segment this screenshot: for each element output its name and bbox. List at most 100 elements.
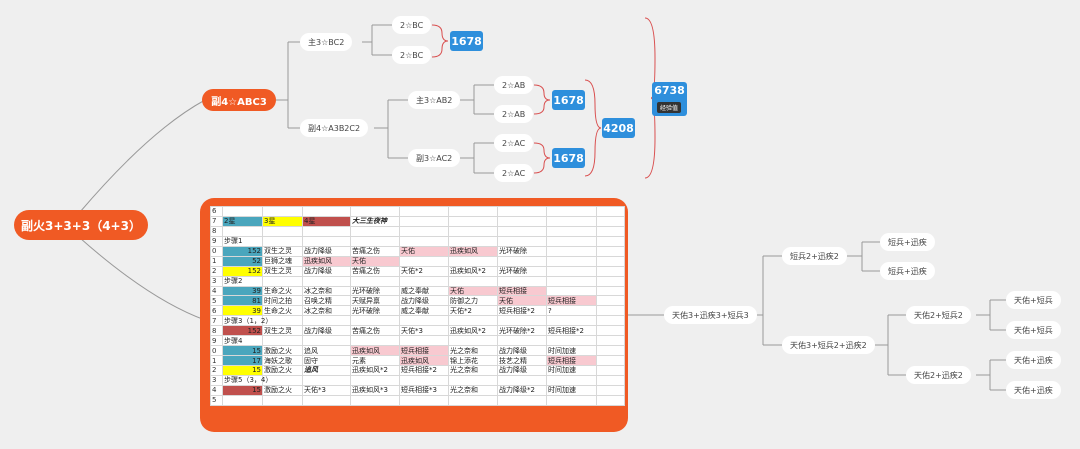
sheet-cell[interactable]: 短兵相接*2 [399, 365, 449, 376]
right-leaf-a1[interactable]: 短兵+迅疾 [880, 233, 935, 251]
sum-box-mid[interactable]: 4208 [602, 118, 635, 138]
sheet-cell[interactable] [596, 325, 625, 337]
sheet-cell[interactable]: 152 [222, 325, 263, 337]
root-node[interactable]: 副火3+3+3（4+3） [14, 210, 148, 240]
leaf-node-bc-2[interactable]: 2☆BC [392, 46, 432, 64]
sheet-cell[interactable]: 光环破除 [350, 305, 400, 317]
sheet-cell[interactable]: 迅疾如风*2 [350, 365, 400, 376]
sheet-cell[interactable] [546, 245, 597, 257]
sheet-cell[interactable]: 3星 [262, 215, 303, 227]
sheet-cell[interactable]: 短兵相接 [546, 295, 597, 307]
sheet-cell[interactable] [399, 206, 449, 217]
sheet-cell[interactable]: 迅疾如风 [399, 355, 449, 366]
sheet-cell[interactable] [497, 394, 547, 407]
sheet-cell[interactable] [596, 215, 625, 227]
right-node-b[interactable]: 天佑3+短兵2+迅疾2 [782, 336, 875, 354]
sheet-cell[interactable]: 步骤3（1，2） [222, 315, 273, 327]
sheet-cell[interactable] [596, 365, 625, 376]
leaf-node-ab-2[interactable]: 2☆AB [494, 105, 534, 123]
sheet-cell[interactable] [546, 206, 597, 217]
sheet-cell[interactable] [302, 374, 351, 386]
sheet-cell[interactable]: 光之奈和 [448, 365, 498, 376]
sheet-cell[interactable]: 苦痛之伤 [350, 325, 400, 337]
sum-box-ac[interactable]: 1678 [552, 148, 585, 168]
sheet-cell[interactable] [262, 335, 303, 347]
sheet-cell[interactable] [596, 345, 625, 357]
sheet-cell[interactable]: 防御之力 [448, 295, 498, 307]
sheet-cell[interactable]: 威之奉献 [399, 285, 449, 297]
sheet-cell[interactable] [262, 225, 303, 237]
sheet-cell[interactable] [448, 315, 498, 327]
branch-node-abc[interactable]: 副4☆A3B2C2 [300, 119, 369, 137]
sheet-cell[interactable] [546, 315, 597, 327]
right-root-node[interactable]: 天佑3+迅疾3+短兵3 [664, 306, 757, 324]
sheet-cell[interactable] [497, 335, 547, 347]
sheet-cell[interactable] [596, 225, 625, 237]
sheet-cell[interactable] [448, 394, 498, 407]
right-leaf-b12[interactable]: 天佑+短兵 [1006, 321, 1061, 339]
sheet-cell[interactable] [448, 206, 498, 217]
sheet-cell[interactable] [596, 335, 625, 347]
sheet-cell[interactable] [497, 206, 547, 217]
sheet-cell[interactable]: 迅疾如风 [350, 345, 400, 357]
sheet-cell[interactable] [399, 225, 449, 237]
sheet-cell[interactable] [399, 275, 449, 287]
sheet-cell[interactable]: 短兵相接*2 [546, 325, 597, 337]
sheet-cell[interactable]: 2星 [222, 215, 263, 227]
sheet-cell[interactable] [350, 394, 400, 407]
branch-node-ab[interactable]: 主3☆AB2 [408, 91, 461, 109]
sheet-cell[interactable]: 战力降级 [302, 265, 351, 277]
sheet-cell[interactable] [546, 215, 597, 227]
sheet-cell[interactable] [596, 374, 625, 386]
sheet-cell[interactable]: 152 [222, 265, 263, 277]
sheet-cell[interactable]: 战力降级 [302, 325, 351, 337]
sheet-cell[interactable] [350, 235, 400, 247]
sheet-cell[interactable] [448, 225, 498, 237]
sheet-cell[interactable]: 短兵相接 [399, 345, 449, 357]
sheet-cell[interactable] [399, 374, 449, 386]
sum-box-ab[interactable]: 1678 [552, 90, 585, 110]
sheet-cell[interactable]: 冰之奈和 [302, 305, 351, 317]
leaf-node-ab-1[interactable]: 2☆AB [494, 76, 534, 94]
right-leaf-b21[interactable]: 天佑+迅疾 [1006, 351, 1061, 369]
sheet-cell[interactable]: 威之奉献 [399, 305, 449, 317]
sheet-cell[interactable] [399, 335, 449, 347]
sheet-cell[interactable] [546, 235, 597, 247]
sheet-cell[interactable] [596, 265, 625, 277]
sheet-cell[interactable] [302, 235, 351, 247]
sheet-cell[interactable] [399, 394, 449, 407]
sheet-cell[interactable]: 天佑 [448, 285, 498, 297]
sheet-cell[interactable]: 元素 [350, 355, 400, 366]
sheet-cell[interactable]: 大三生夜神 [350, 215, 400, 227]
sheet-cell[interactable]: 39 [222, 285, 263, 297]
sheet-cell[interactable]: 15 [222, 365, 263, 376]
sheet-cell[interactable]: 步骤5（3，4） [222, 374, 273, 386]
sheet-cell[interactable] [546, 285, 597, 297]
sheet-cell[interactable] [448, 335, 498, 347]
sheet-cell[interactable]: 光环破除 [350, 285, 400, 297]
sheet-cell[interactable]: 15 [222, 345, 263, 357]
sheet-cell[interactable]: 52 [222, 255, 263, 267]
sheet-cell[interactable]: 短兵相接 [497, 285, 547, 297]
sheet-cell[interactable] [546, 265, 597, 277]
sheet-cell[interactable]: 152 [222, 245, 263, 257]
sheet-cell[interactable]: 短兵相接*3 [399, 384, 449, 396]
sheet-cell[interactable] [350, 335, 400, 347]
sheet-cell[interactable]: 双生之灵 [262, 265, 303, 277]
sheet-cell[interactable] [497, 255, 547, 267]
sheet-cell[interactable]: 天佑*3 [302, 384, 351, 396]
sheet-cell[interactable] [497, 374, 547, 386]
sheet-cell[interactable] [302, 225, 351, 237]
sheet-cell[interactable] [596, 355, 625, 366]
sheet-cell[interactable]: 迅疾如风 [302, 255, 351, 267]
sheet-cell[interactable] [448, 215, 498, 227]
sheet-cell[interactable] [448, 275, 498, 287]
sheet-cell[interactable] [399, 255, 449, 267]
sheet-cell[interactable] [497, 235, 547, 247]
sheet-cell[interactable] [399, 235, 449, 247]
sheet-cell[interactable]: 激励之火 [262, 365, 303, 376]
sheet-cell[interactable] [596, 285, 625, 297]
sheet-cell[interactable]: 苦痛之伤 [350, 265, 400, 277]
sheet-cell[interactable]: ? [546, 305, 597, 317]
sheet-cell[interactable] [596, 235, 625, 247]
